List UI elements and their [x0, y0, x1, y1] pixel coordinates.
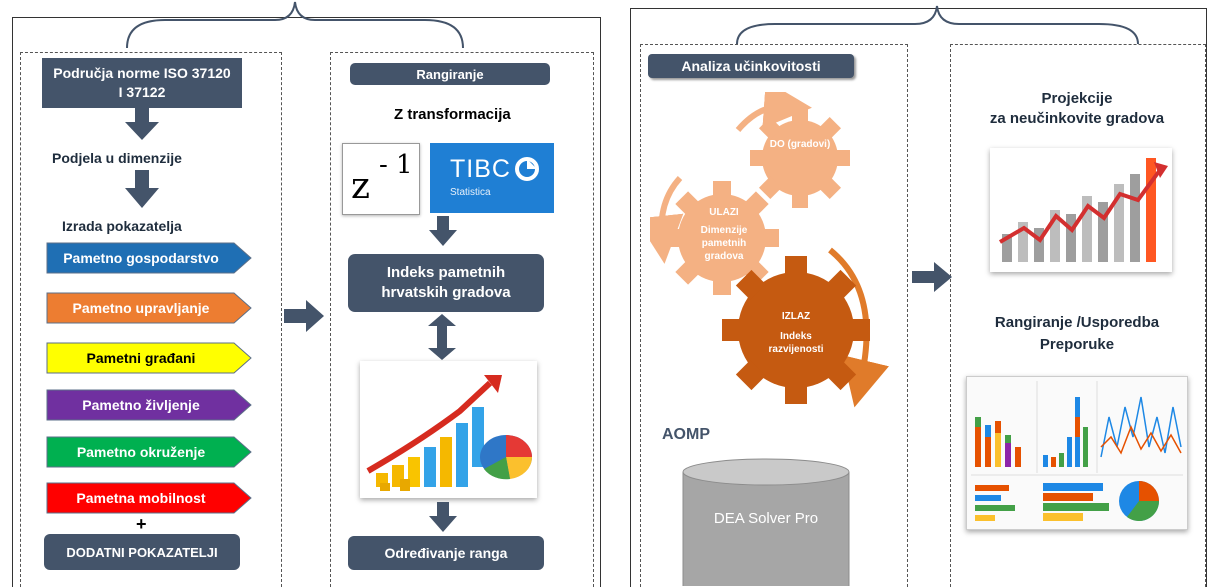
dea-cylinder	[682, 458, 850, 586]
dimension-label: Pametno upravljanje	[72, 300, 210, 316]
tibco-o-icon	[515, 157, 539, 181]
gears-illustration	[650, 92, 889, 408]
arrow-right-right	[912, 262, 952, 292]
arrow-down-2	[125, 170, 159, 208]
left-inner-dashed	[20, 52, 282, 587]
dashboard-image	[966, 376, 1188, 530]
odredivanje-box: Određivanje ranga	[348, 536, 544, 570]
dimension-chevron-shape	[46, 292, 252, 324]
left-brace	[126, 1, 464, 49]
dimension-label: Pametni građani	[86, 350, 196, 366]
dimension-item: Pametna mobilnost	[46, 482, 252, 514]
dimension-label: Pametno življenje	[82, 397, 200, 413]
statistica-text: Statistica	[450, 187, 491, 198]
plus-sign: +	[136, 514, 147, 534]
dimension-item: Pametno okruženje	[46, 436, 252, 468]
dea-label: DEA Solver Pro	[713, 510, 819, 527]
analiza-box: Analiza učinkovitosti	[648, 54, 854, 78]
middle-inner-dashed	[330, 52, 594, 587]
gear-izlaz	[722, 256, 870, 404]
growth-chart-image	[360, 361, 537, 498]
right-left-dashed	[640, 44, 908, 587]
dimension-item: Pametni građani	[46, 342, 252, 374]
gear-ulazi-title: ULAZI	[709, 207, 739, 218]
arrow-down-3	[429, 216, 457, 246]
gear-ulazi-sub: Dimenzije pametnih gradova	[700, 225, 748, 262]
dimension-chevron-shape	[46, 342, 252, 374]
podjela-label: Podjela u dimenzije	[52, 150, 182, 166]
z-exponent: - 1	[379, 150, 413, 180]
projection-bars-illustration	[998, 158, 1168, 262]
indeks-box: Indeks pametnih hrvatskih gradova	[348, 254, 544, 312]
projection-chart-image	[990, 148, 1172, 272]
z-transform-label: Z transformacija	[394, 106, 511, 123]
rangiranje-line1: Rangiranje /Usporedba	[994, 314, 1160, 331]
projekcije-line1: Projekcije	[1041, 90, 1113, 107]
dimension-item: Pametno gospodarstvo	[46, 242, 252, 274]
growth-chart-illustration	[366, 375, 533, 491]
z-inverse-image: z - 1	[342, 143, 420, 215]
iso-box: Područja norme ISO 37120 I 37122	[42, 58, 242, 108]
z-symbol: z	[351, 166, 370, 207]
tibco-logo: TIBC Statistica	[430, 143, 554, 213]
tibco-text: TIBC	[450, 155, 511, 183]
rangiranje-box: Rangiranje	[350, 63, 550, 85]
dimension-item: Pametno življenje	[46, 389, 252, 421]
projekcije-line2: za neučinkovite gradova	[989, 110, 1165, 127]
dimension-chevron-shape	[46, 389, 252, 421]
dimension-chevron-shape	[46, 242, 252, 274]
gear-do	[750, 108, 850, 208]
gear-izlaz-title: IZLAZ	[781, 311, 811, 322]
dashboard-illustration	[967, 377, 1187, 529]
rangiranje-line2: Preporuke	[1039, 336, 1115, 353]
dimension-item: Pametno upravljanje	[46, 292, 252, 324]
arrow-down-1	[125, 108, 159, 140]
gear-do-label: DO (gradovi)	[769, 139, 831, 150]
arrow-right-left	[284, 300, 324, 332]
izrada-label: Izrada pokazatelja	[62, 218, 182, 234]
dimension-label: Pametna mobilnost	[76, 490, 206, 506]
double-arrow	[428, 314, 456, 360]
gear-izlaz-sub: Indeks razvijenosti	[768, 331, 824, 355]
dimension-label: Pametno gospodarstvo	[63, 250, 219, 266]
arrow-down-4	[429, 502, 457, 532]
right-brace	[736, 5, 1139, 45]
right-figure-frame	[630, 8, 1207, 587]
dodatni-box: DODATNI POKAZATELJI	[44, 534, 240, 570]
dimension-chevron-shape	[46, 482, 252, 514]
right-right-dashed	[950, 44, 1206, 587]
left-figure-frame	[12, 17, 601, 587]
dimension-label: Pametno okruženje	[76, 444, 206, 460]
aomp-label: AOMP	[662, 426, 710, 443]
dimension-chevron-shape	[46, 436, 252, 468]
